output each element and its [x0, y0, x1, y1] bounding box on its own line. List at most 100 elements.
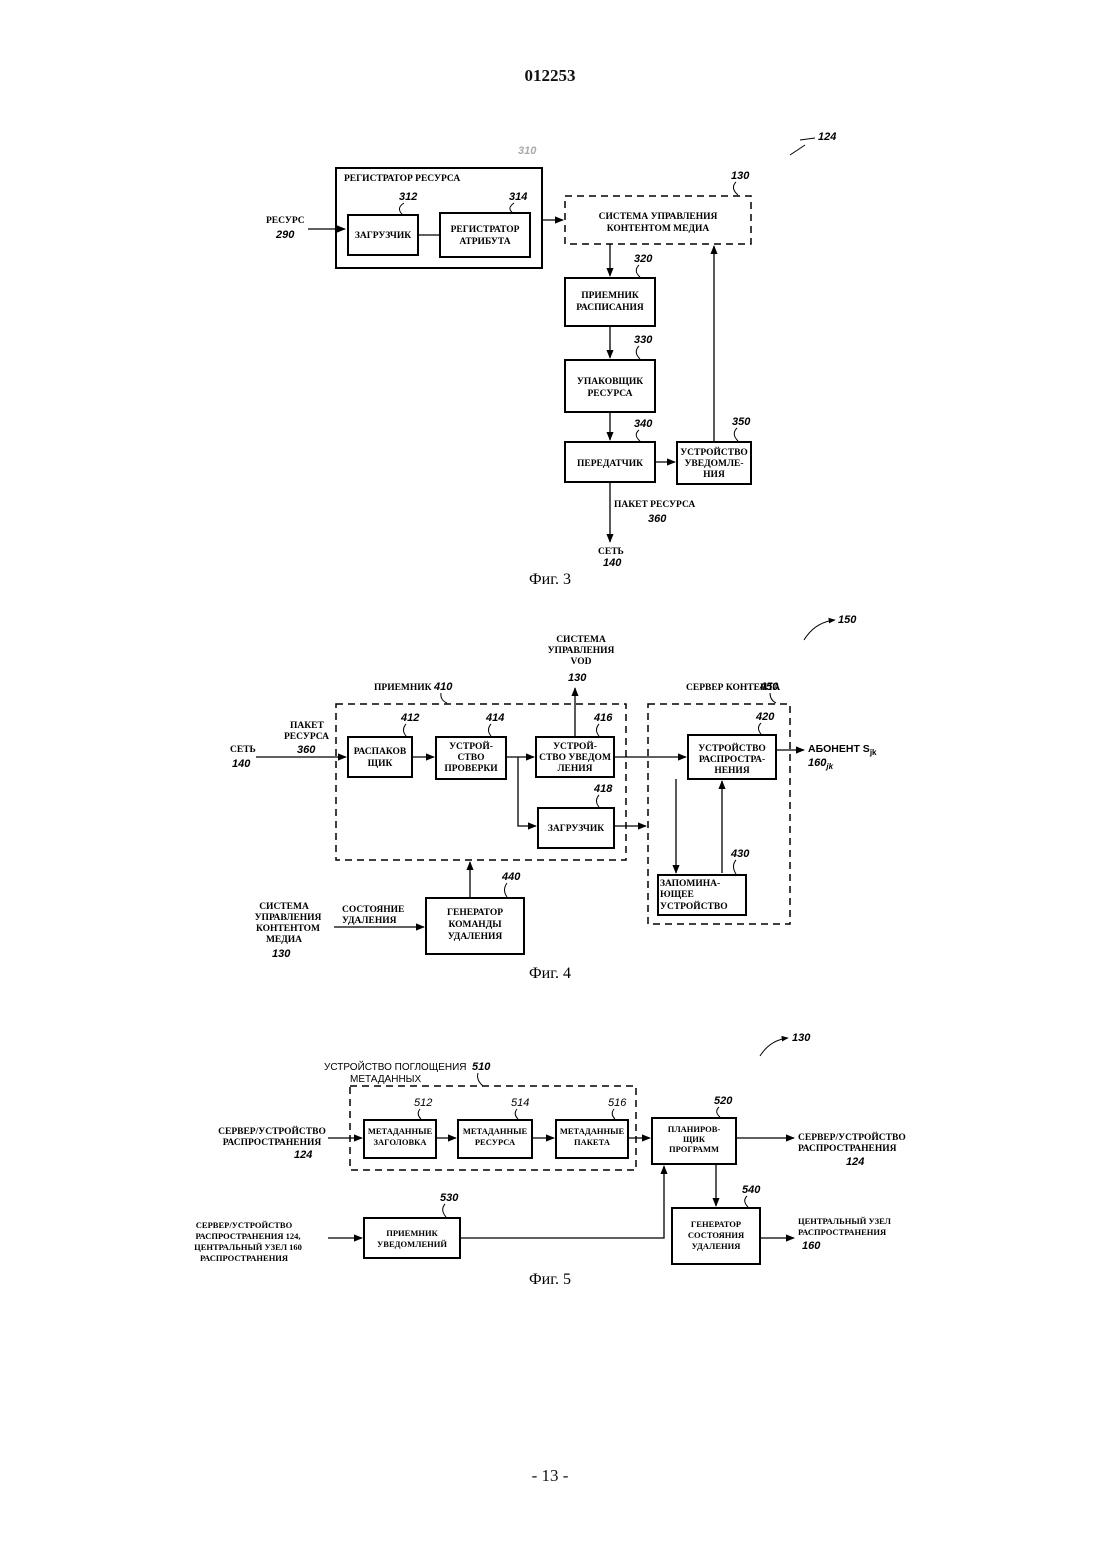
resource-packer-num: 330 — [634, 334, 653, 346]
distribution-device-num: 420 — [755, 711, 775, 723]
check-device-num: 414 — [485, 712, 504, 724]
attribute-registrar-label-2: АТРИБУТА — [459, 237, 510, 247]
delete-cmd-generator-label-3: УДАЛЕНИЯ — [448, 932, 503, 942]
resource-in-label: РЕСУРС — [266, 216, 305, 226]
subscriber-num-text: 160 — [808, 757, 827, 769]
leader-514 — [515, 1109, 518, 1119]
notification-device-label-3: НИЯ — [703, 470, 725, 480]
delete-state-generator-label-2: СОСТОЯНИЯ — [688, 1230, 744, 1240]
leader-412 — [404, 724, 407, 736]
server-out-label-1: СЕРВЕР/УСТРОЙСТВО — [798, 1131, 906, 1143]
subscriber-num: 160jk — [808, 757, 834, 771]
program-scheduler-label-3: ПРОГРАММ — [669, 1144, 719, 1154]
subscriber-text: АБОНЕНТ S — [808, 743, 870, 755]
figure-4: 150 СИСТЕМА УПРАВЛЕНИЯ VOD 130 ПРИЕМНИК … — [230, 614, 877, 982]
unpacker-label-2: ЩИК — [368, 759, 393, 769]
cms-in-num: 130 — [272, 948, 291, 960]
ref-leader-124 — [790, 138, 815, 155]
network-num: 140 — [603, 557, 622, 569]
leader-320 — [636, 265, 640, 277]
fig4-caption: Фиг. 4 — [529, 965, 571, 982]
storage-device-label-3: УСТРОЙСТВО — [660, 900, 728, 912]
packet-metadata-num: 516 — [608, 1097, 627, 1109]
leader-418 — [597, 795, 600, 807]
central-out-num: 160 — [802, 1240, 821, 1252]
delete-cmd-generator-num: 440 — [501, 871, 521, 883]
resource-packer-label-2: РЕСУРСА — [587, 389, 632, 399]
vod-label-3: VOD — [571, 657, 592, 667]
notification-device-4-label-2: СТВО УВЕДОМ — [539, 753, 611, 763]
leader-540 — [745, 1196, 748, 1207]
program-scheduler-label-2: ЩИК — [683, 1134, 706, 1144]
figure-3: 124 РЕГИСТРАТОР РЕСУРСА 310 РЕСУРС 290 З… — [266, 131, 836, 588]
resource-metadata-label-2: РЕСУРСА — [475, 1137, 516, 1147]
check-device-label-2: СТВО — [458, 753, 485, 763]
loader-label: ЗАГРУЗЧИК — [355, 231, 411, 241]
src-bottom-label-4: РАСПРОСТРАНЕНИЯ — [200, 1253, 288, 1263]
leader-516 — [612, 1109, 615, 1119]
network-in-num: 140 — [232, 758, 251, 770]
delete-state-generator-label-3: УДАЛЕНИЯ — [692, 1241, 741, 1251]
notification-device-label-2: УВЕДОМЛЕ- — [684, 459, 743, 469]
resource-registrar-num: 310 — [518, 145, 537, 157]
attribute-registrar-num: 314 — [509, 191, 527, 203]
attribute-registrar-box — [440, 213, 530, 257]
leader-130 — [733, 182, 738, 195]
absorber-label-2: МЕТАДАННЫХ — [350, 1074, 422, 1085]
leader-314 — [510, 203, 514, 212]
cms-label-2: КОНТЕНТОМ МЕДИА — [607, 224, 710, 234]
loader-num: 312 — [399, 191, 417, 203]
network-in-label: СЕТЬ — [230, 745, 256, 755]
leader-510 — [478, 1073, 483, 1086]
receiver-num: 410 — [433, 681, 453, 693]
central-out-label-2: РАСПРОСТРАНЕНИЯ — [798, 1227, 886, 1237]
fig3-caption: Фиг. 3 — [529, 571, 571, 588]
leader-416 — [597, 724, 600, 736]
vod-label-2: УПРАВЛЕНИЯ — [548, 646, 615, 656]
fig5-ref: 130 — [792, 1032, 811, 1044]
distribution-device-label-2: РАСПРОСТРА- — [699, 755, 765, 765]
leader-312 — [399, 203, 404, 214]
delete-cmd-generator-label-1: ГЕНЕРАТОР — [447, 908, 503, 918]
arrow-receiver-scheduler — [460, 1166, 664, 1238]
transmitter-label: ПЕРЕДАТЧИК — [577, 459, 643, 469]
arrow-checker-loader — [518, 757, 536, 826]
content-server-num: 450 — [759, 681, 779, 693]
cms-in-label-4: МЕДИА — [266, 935, 302, 945]
notification-device-num: 350 — [732, 416, 751, 428]
subscriber-sub: jk — [869, 748, 877, 757]
leader-340 — [636, 430, 640, 441]
server-in-label-2: РАСПРОСТРАНЕНИЯ — [223, 1138, 322, 1148]
storage-device-label-1: ЗАПОМИНА- — [660, 879, 720, 889]
notification-device-label-1: УСТРОЙСТВО — [680, 446, 748, 458]
ref-leader-130b — [760, 1038, 788, 1056]
subscriber-num-sub: jk — [825, 762, 833, 771]
transmitter-num: 340 — [634, 418, 653, 430]
cms-in-label-2: УПРАВЛЕНИЯ — [255, 913, 322, 923]
schedule-receiver-box — [565, 278, 655, 326]
fig3-ref: 124 — [818, 131, 836, 143]
cms-in-label-1: СИСТЕМА — [259, 902, 309, 912]
packet-in-label-1: ПАКЕТ — [290, 721, 324, 731]
notification-receiver-label-1: ПРИЕМНИК — [386, 1228, 438, 1238]
leader-512 — [418, 1109, 421, 1119]
server-out-label-2: РАСПРОСТРАНЕНИЯ — [798, 1144, 897, 1154]
notification-device-4-label-1: УСТРОЙ- — [553, 740, 597, 752]
attribute-registrar-label-1: РЕГИСТРАТОР — [451, 225, 520, 235]
cms-label-1: СИСТЕМА УПРАВЛЕНИЯ — [599, 212, 718, 222]
notification-device-4-num: 416 — [593, 712, 613, 724]
program-scheduler-num: 520 — [714, 1095, 733, 1107]
server-in-label-1: СЕРВЕР/УСТРОЙСТВО — [218, 1125, 326, 1137]
resource-in-num: 290 — [275, 229, 295, 241]
cms-in-label-3: КОНТЕНТОМ — [256, 924, 320, 934]
src-bottom-label-2: РАСПРОСТРАНЕНИЯ 124, — [195, 1231, 300, 1241]
header-metadata-label-1: МЕТАДАННЫЕ — [368, 1126, 433, 1136]
resource-metadata-num: 514 — [511, 1097, 529, 1109]
leader-414 — [489, 724, 492, 736]
delete-state-generator-num: 540 — [742, 1184, 761, 1196]
schedule-receiver-label-2: РАСПИСАНИЯ — [576, 303, 644, 313]
server-in-num: 124 — [294, 1149, 312, 1161]
network-label: СЕТЬ — [598, 547, 624, 557]
schedule-receiver-label-1: ПРИЕМНИК — [581, 291, 639, 301]
